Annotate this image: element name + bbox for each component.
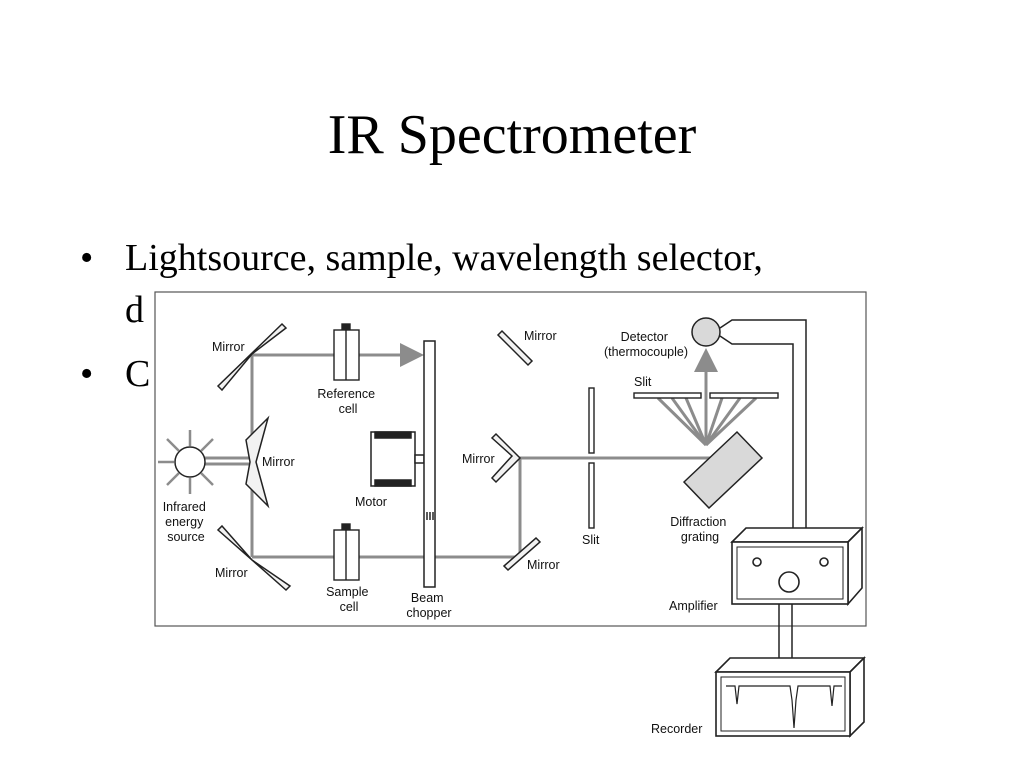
mirror-bottom-left-icon [216, 524, 292, 592]
label-source-line-2: energy [165, 515, 204, 529]
detector-icon [691, 317, 721, 347]
reference-cell-icon [333, 323, 360, 381]
label-mirror-top-right: Mirror [524, 329, 557, 343]
label-source: Infrared energy source [163, 500, 210, 544]
slit-top-icon [633, 392, 779, 399]
label-motor: Motor [355, 495, 387, 509]
motor-icon [370, 431, 425, 487]
bullet-text: Lightsource, sample, wavelength selector… [125, 237, 763, 279]
beam-paths [204, 343, 758, 559]
label-source-line-1: Infrared [163, 500, 206, 514]
mirror-bottom-right-icon [502, 536, 542, 572]
label-amplifier: Amplifier [669, 599, 718, 613]
label-mirror-bottom-right: Mirror [527, 558, 560, 572]
infrared-source-icon [158, 430, 214, 494]
mirror-center-right-icon [490, 432, 522, 484]
label-grating: Diffraction grating [670, 515, 730, 544]
label-reference-cell-line-2: cell [339, 402, 358, 416]
label-mirror-center-left: Mirror [262, 455, 295, 469]
label-slit-top: Slit [634, 375, 652, 389]
label-mirror-center-right: Mirror [462, 452, 495, 466]
mirror-center-left-icon [245, 415, 270, 509]
label-detector: Detector (thermocouple) [604, 330, 688, 359]
label-beam-chopper-line-1: Beam [411, 591, 444, 605]
slide-title: IR Spectrometer [327, 104, 697, 166]
label-reference-cell-line-1: Reference [317, 387, 375, 401]
recorder-icon [714, 656, 866, 738]
label-sample-cell: Sample cell [326, 585, 372, 614]
diffraction-grating-icon [682, 430, 764, 510]
bullet-text-continuation: d [125, 289, 144, 331]
label-grating-line-1: Diffraction [670, 515, 726, 529]
mirror-top-right-icon [496, 329, 534, 367]
label-sample-cell-line-2: cell [340, 600, 359, 614]
label-recorder: Recorder [651, 722, 702, 736]
label-detector-line-1: Detector [621, 330, 668, 344]
sample-cell-icon [333, 523, 360, 581]
label-beam-chopper-line-2: chopper [406, 606, 451, 620]
label-grating-line-2: grating [681, 530, 719, 544]
label-sample-cell-line-1: Sample [326, 585, 368, 599]
beam-chopper-icon [423, 340, 436, 588]
label-mirror-bottom-left: Mirror [215, 566, 248, 580]
label-beam-chopper: Beam chopper [406, 591, 451, 620]
bullet-dot: • [80, 353, 94, 395]
label-slit-center: Slit [582, 533, 600, 547]
label-mirror-top-left: Mirror [212, 340, 245, 354]
label-source-line-3: source [167, 530, 205, 544]
amplifier-icon [730, 526, 864, 607]
bullet-dot: • [80, 237, 94, 279]
slit-center-icon [588, 387, 595, 529]
bullet-text: C [125, 353, 151, 395]
label-reference-cell: Reference cell [317, 387, 378, 416]
detector-wires [719, 319, 807, 538]
mirror-top-left-icon [216, 322, 288, 392]
label-detector-line-2: (thermocouple) [604, 345, 688, 359]
diagram-labels: Mirror Mirror Mirror Mirror Mirror Mirro… [163, 329, 730, 736]
